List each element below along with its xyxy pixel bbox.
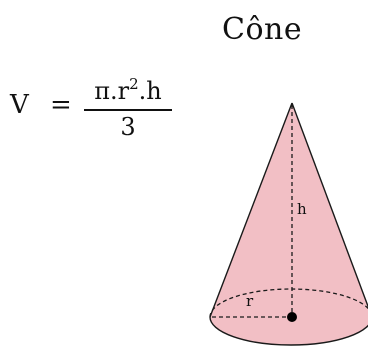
numerator-exponent: 2 [129, 75, 139, 93]
numerator-tail: .h [138, 77, 162, 105]
cone-body [210, 103, 368, 345]
formula-equals-sign: = [50, 90, 72, 120]
formula-lhs: V [10, 90, 29, 120]
title: Cône [222, 12, 303, 47]
cone-left-edge [209, 102, 293, 318]
cone-base-back-dashed [209, 288, 368, 318]
cone-right-edge [291, 102, 368, 309]
formula-numerator: π.r2.h [84, 70, 172, 105]
volume-formula: V = π.r2.h 3 [10, 62, 180, 142]
fraction-bar [84, 109, 172, 111]
formula-denominator: 3 [120, 113, 136, 141]
radius-label: r [246, 292, 254, 310]
cone-base-front [209, 316, 368, 346]
formula-fraction: π.r2.h 3 [84, 70, 172, 141]
base-center-point [287, 312, 297, 322]
numerator-main: π.r [94, 77, 130, 105]
height-label: h [297, 200, 307, 218]
